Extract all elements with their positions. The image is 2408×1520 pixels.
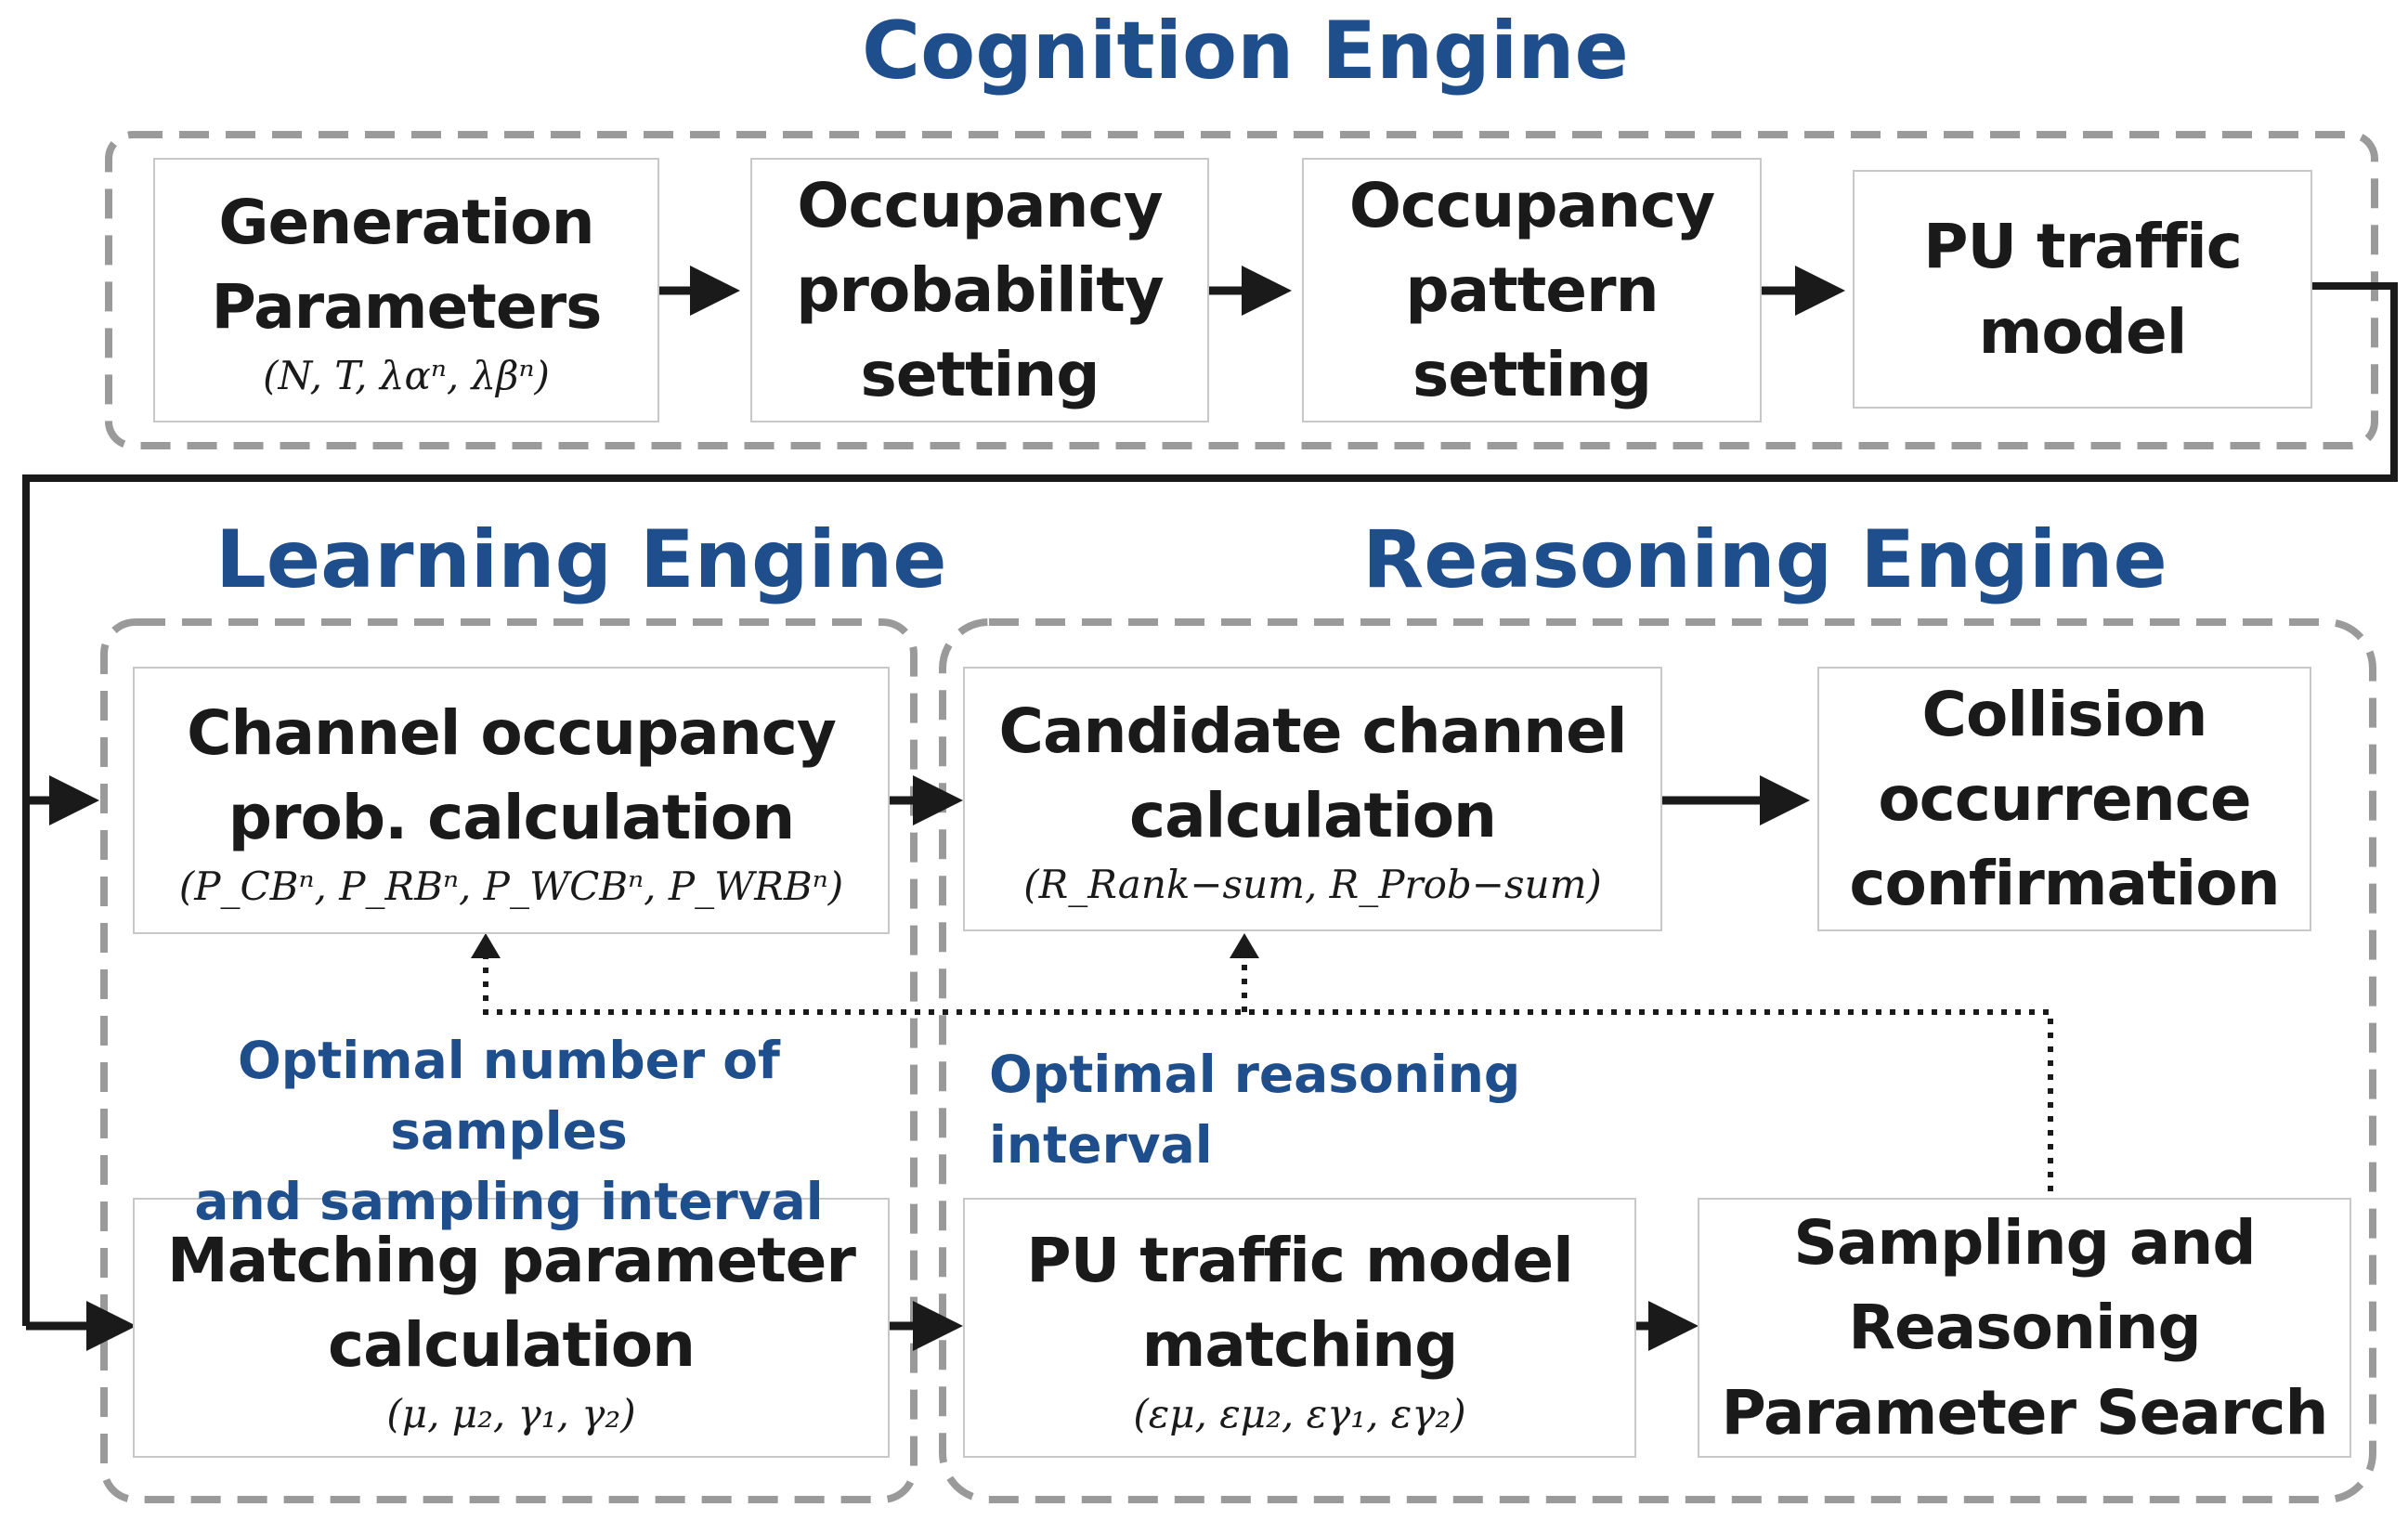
occupancy-pattern-label: Occupancy pattern setting bbox=[1348, 169, 1715, 411]
pu-traffic-model-label: PU traffic model bbox=[1923, 211, 2243, 368]
cognition-engine-title: Cognition Engine bbox=[862, 5, 1629, 97]
pu-traffic-matching-box: PU traffic model matching (εμ, εμ₂, εγ₁,… bbox=[963, 1198, 1636, 1458]
generation-parameters-label: Generation Parameters bbox=[211, 187, 603, 344]
collision-confirmation-label: Collision occurrence confirmation bbox=[1849, 678, 2280, 920]
generation-parameters-formula: (N, T, λαⁿ, λβⁿ) bbox=[263, 353, 550, 399]
occupancy-probability-box: Occupancy probability setting bbox=[750, 158, 1209, 422]
dotted-feedback-path bbox=[483, 956, 2053, 1205]
sampling-reasoning-search-label: Sampling and Reasoning Parameter Search bbox=[1721, 1207, 2328, 1449]
generation-parameters-box: Generation Parameters (N, T, λαⁿ, λβⁿ) bbox=[153, 158, 659, 422]
pu-traffic-model-box: PU traffic model bbox=[1853, 170, 2312, 409]
reasoning-engine-title: Reasoning Engine bbox=[1362, 513, 2167, 606]
channel-occupancy-box: Channel occupancy prob. calculation (P_C… bbox=[133, 667, 890, 934]
connector-traffic-model-path bbox=[22, 282, 2398, 1326]
matching-parameter-formula: (μ, μ₂, γ₁, γ₂) bbox=[386, 1390, 636, 1436]
candidate-channel-formula: (R_Rank−sum, R_Prob−sum) bbox=[1023, 862, 1602, 908]
reasoning-engine-frame bbox=[939, 618, 2376, 1503]
learning-optimal-note: Optimal number of samples and sampling i… bbox=[194, 1031, 824, 1231]
feedback-arrowhead-occupancy bbox=[471, 933, 501, 958]
sampling-reasoning-search-box: Sampling and Reasoning Parameter Search bbox=[1698, 1198, 2351, 1458]
cognition-engine-frame bbox=[105, 131, 2378, 449]
matching-parameter-label: Matching parameter calculation bbox=[167, 1224, 856, 1381]
pu-traffic-matching-label: PU traffic model matching bbox=[1026, 1224, 1573, 1381]
candidate-channel-label: Candidate channel calculation bbox=[998, 695, 1628, 852]
matching-parameter-box: Matching parameter calculation (μ, μ₂, γ… bbox=[133, 1198, 890, 1458]
reasoning-optimal-note: Optimal reasoning interval bbox=[989, 1045, 1521, 1175]
occupancy-probability-label: Occupancy probability setting bbox=[796, 169, 1165, 411]
candidate-channel-box: Candidate channel calculation (R_Rank−su… bbox=[963, 667, 1662, 931]
learning-engine-frame bbox=[100, 618, 918, 1503]
collision-confirmation-box: Collision occurrence confirmation bbox=[1817, 667, 2311, 931]
channel-occupancy-formula: (P_CBⁿ, P_RBⁿ, P_WCBⁿ, P_WRBⁿ) bbox=[178, 863, 844, 909]
occupancy-pattern-box: Occupancy pattern setting bbox=[1302, 158, 1762, 422]
pu-traffic-matching-formula: (εμ, εμ₂, εγ₁, εγ₂) bbox=[1133, 1390, 1466, 1436]
feedback-arrowhead-candidate bbox=[1230, 933, 1259, 958]
channel-occupancy-label: Channel occupancy prob. calculation bbox=[187, 696, 837, 853]
learning-engine-title: Learning Engine bbox=[215, 513, 947, 606]
